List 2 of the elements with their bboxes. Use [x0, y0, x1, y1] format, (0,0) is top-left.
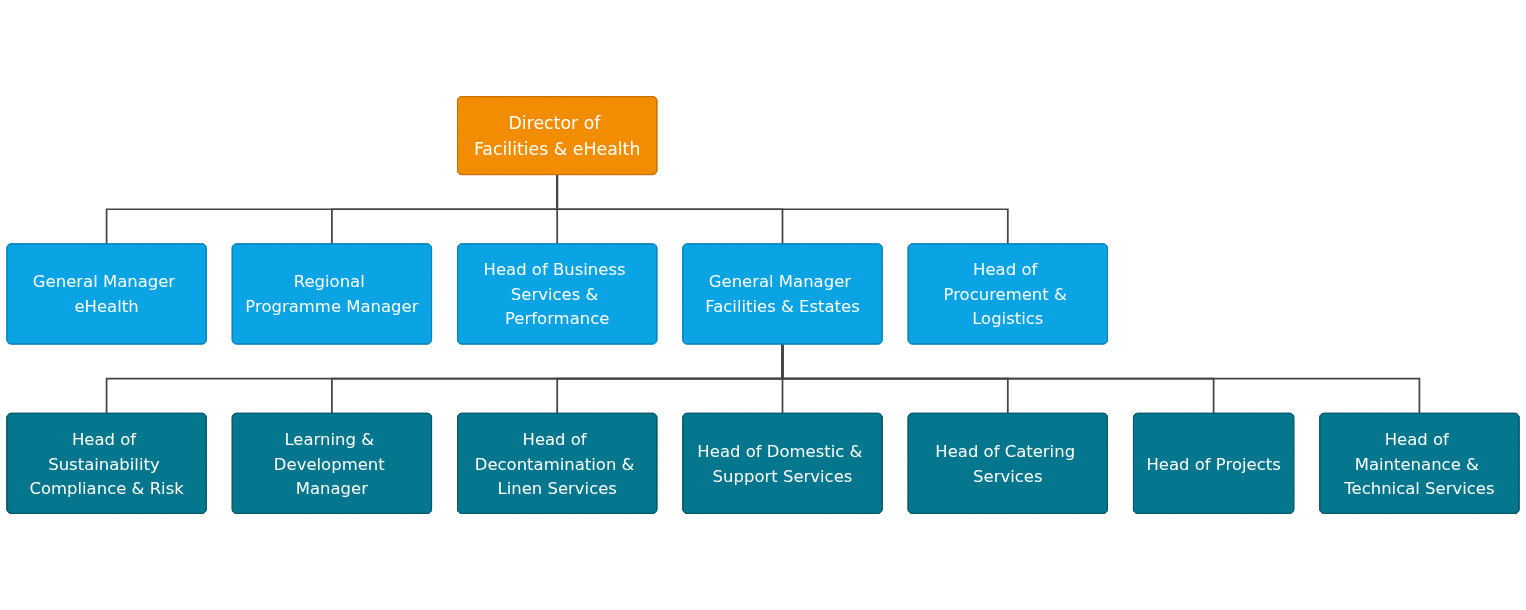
connector	[781, 343, 1421, 415]
connector	[556, 173, 1009, 245]
